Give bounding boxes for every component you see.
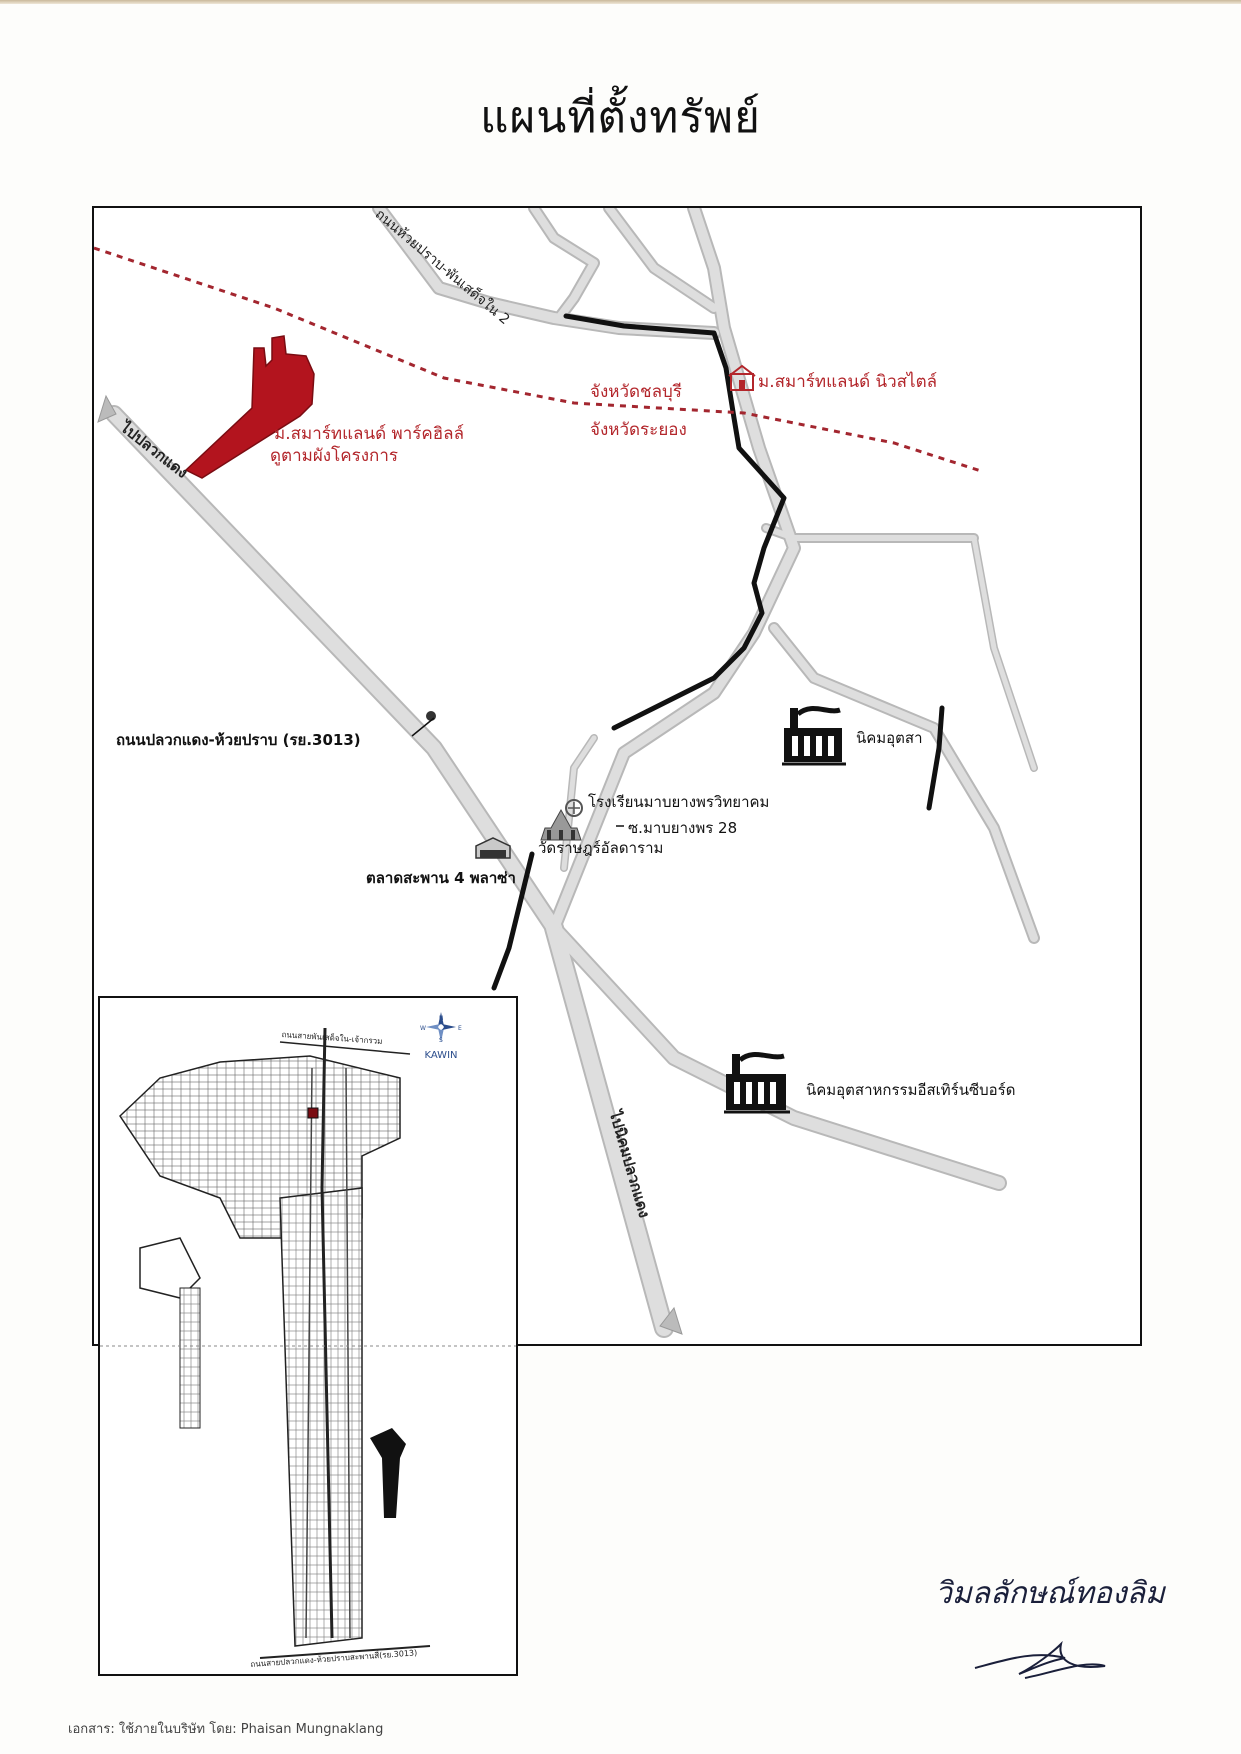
project-name-label: ม.สมาร์ทแลนด์ พาร์คฮิลล์ (274, 424, 464, 444)
road-pluak-daeng-label: ถนนปลวกแดง-ห้วยปราบ (รย.3013) (116, 731, 361, 749)
market-icon (475, 837, 511, 859)
map-roads (94, 208, 1040, 1338)
footer-note: เอกสาร: ใช้ภายในบริษัท โดย: Phaisan Mung… (68, 1722, 384, 1737)
project-note-label: ดูตามผังโครงการ (270, 446, 398, 466)
signature-text: วิมลลักษณ์ทองลิม (935, 1576, 1165, 1611)
compass-rose-icon: N S W E KAWIN (418, 1010, 464, 1061)
temple-label: วัดราษฎร์อัลดาราม (538, 839, 664, 857)
village-nice-style-label: ม.สมาร์ทแลนด์ นิวสไตล์ (758, 372, 938, 392)
house-icon (728, 364, 756, 391)
temple-icon (540, 808, 582, 841)
soi-mabyangporn-label: ซ.มาบยางพร 28 (628, 819, 738, 837)
signature-scribble-icon (974, 1640, 1106, 1679)
project-marker-icon (307, 1107, 319, 1119)
road-leader-line (411, 717, 435, 737)
estate-1-label: นิคมอุตสา (856, 729, 923, 747)
compass-n: N (439, 1015, 444, 1022)
compass-icon: N S W E (420, 1012, 462, 1044)
rayong-label: จังหวัดระยอง (590, 420, 687, 440)
market-label: ตลาดสะพาน 4 พลาซ่า (366, 869, 516, 887)
arrow-to-estate-icon (659, 1306, 683, 1335)
factory-icon (782, 706, 846, 766)
compass-e: E (458, 1025, 462, 1032)
project-parcel (184, 335, 315, 479)
compass-brand-label: KAWIN (424, 1050, 458, 1061)
signature: วิมลลักษณ์ทองลิม (935, 1570, 1165, 1690)
school-label: โรงเรียนมาบยางพรวิทยาคม (588, 793, 770, 811)
chonburi-label: จังหวัดชลบุรี (590, 382, 682, 402)
estate-2-label: นิคมอุตสาหกรรมอีสเทิร์นซีบอร์ด (806, 1081, 1016, 1099)
school-icon (565, 799, 583, 817)
top-rule (0, 0, 1241, 4)
inset-plan-drawing (100, 1027, 516, 1659)
province-boundary (94, 246, 985, 474)
arrow-to-pluak-daeng-icon (97, 394, 117, 423)
compass-w: W (420, 1025, 426, 1032)
compass-s: S (439, 1037, 443, 1044)
page-title: แผนที่ตั้งทรัพย์ (480, 92, 761, 143)
factory-icon (724, 1052, 790, 1114)
inset-layout-plan: ถนนสายพันเสด็จใน-เจ้ากรวม ถนนสายปลวกแดง-… (98, 996, 518, 1676)
